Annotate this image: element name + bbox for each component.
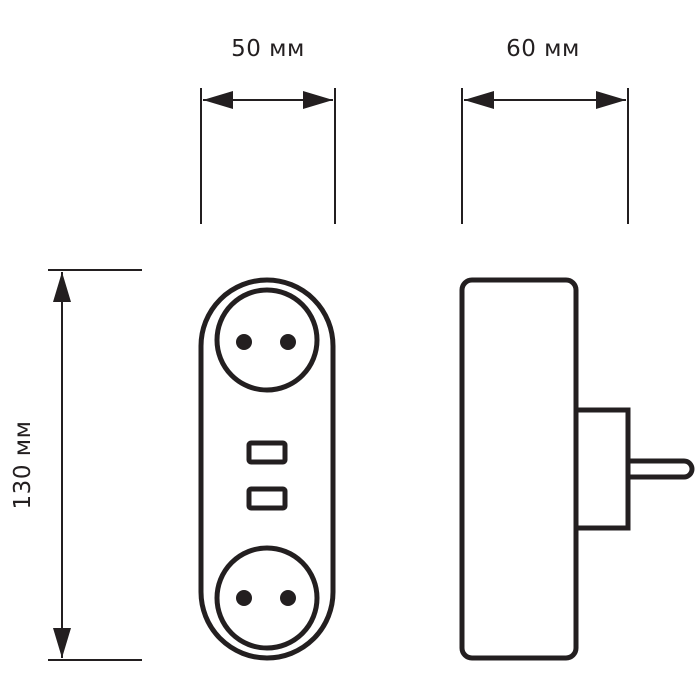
plug-base	[571, 407, 631, 531]
dimension-width-front: 50 мм	[200, 36, 336, 224]
usb-port-bottom	[246, 486, 288, 511]
usb-ports	[246, 440, 288, 511]
socket-bottom-pin-hole-right	[280, 590, 296, 606]
socket-bottom-ring	[214, 545, 320, 651]
dimension-label-height: 130 мм	[10, 421, 36, 510]
dimension-width-side: 60 мм	[461, 36, 629, 224]
socket-bottom	[214, 545, 320, 651]
socket-top-ring	[214, 287, 320, 393]
socket-top-pin-hole-left	[236, 334, 252, 350]
socket-top	[214, 287, 320, 393]
front-view-adapter	[198, 277, 336, 661]
adapter-body-side	[459, 277, 579, 661]
dimension-label-width-front: 50 мм	[231, 36, 305, 62]
side-view-adapter	[459, 277, 695, 661]
socket-bottom-pin-hole-left	[236, 590, 252, 606]
usb-port-top	[246, 440, 288, 465]
socket-top-pin-hole-right	[280, 334, 296, 350]
dimension-height: 130 мм	[10, 269, 142, 661]
dimension-label-width-side: 60 мм	[506, 36, 580, 62]
